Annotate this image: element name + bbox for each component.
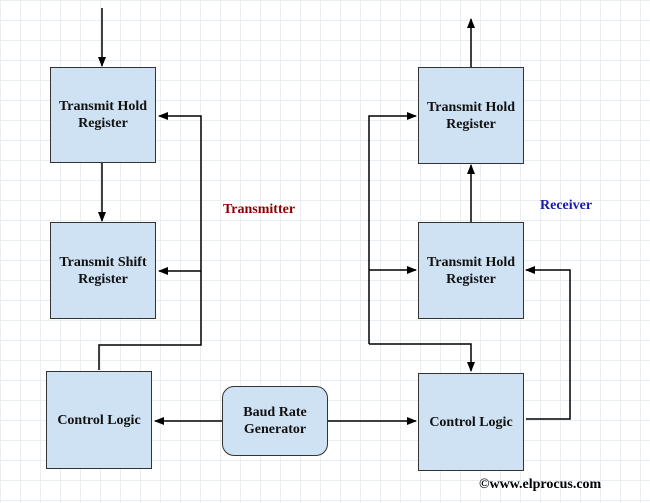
copyright-label: ©www.elprocus.com [479, 477, 602, 492]
rx-control-to-mid-hold [525, 266, 571, 420]
transmitter-label: Transmitter [223, 202, 296, 217]
receiver-label: Receiver [540, 198, 593, 213]
rx-bus-to-top-hold [368, 112, 417, 344]
rx-transmit-hold-register-middle: Transmit Hold Register [418, 222, 524, 319]
tx-transmit-hold-register: Transmit Hold Register [50, 67, 156, 163]
rx-transmit-hold-register-top: Transmit Hold Register [418, 67, 524, 164]
tx-transmit-shift-register: Transmit Shift Register [50, 222, 156, 319]
rx-bus-to-control [369, 343, 475, 372]
control-to-hold-path [98, 112, 202, 370]
tx-control-logic: Control Logic [46, 371, 152, 469]
rx-control-logic: Control Logic [418, 373, 524, 471]
baud-rate-generator: Baud Rate Generator [222, 386, 328, 456]
